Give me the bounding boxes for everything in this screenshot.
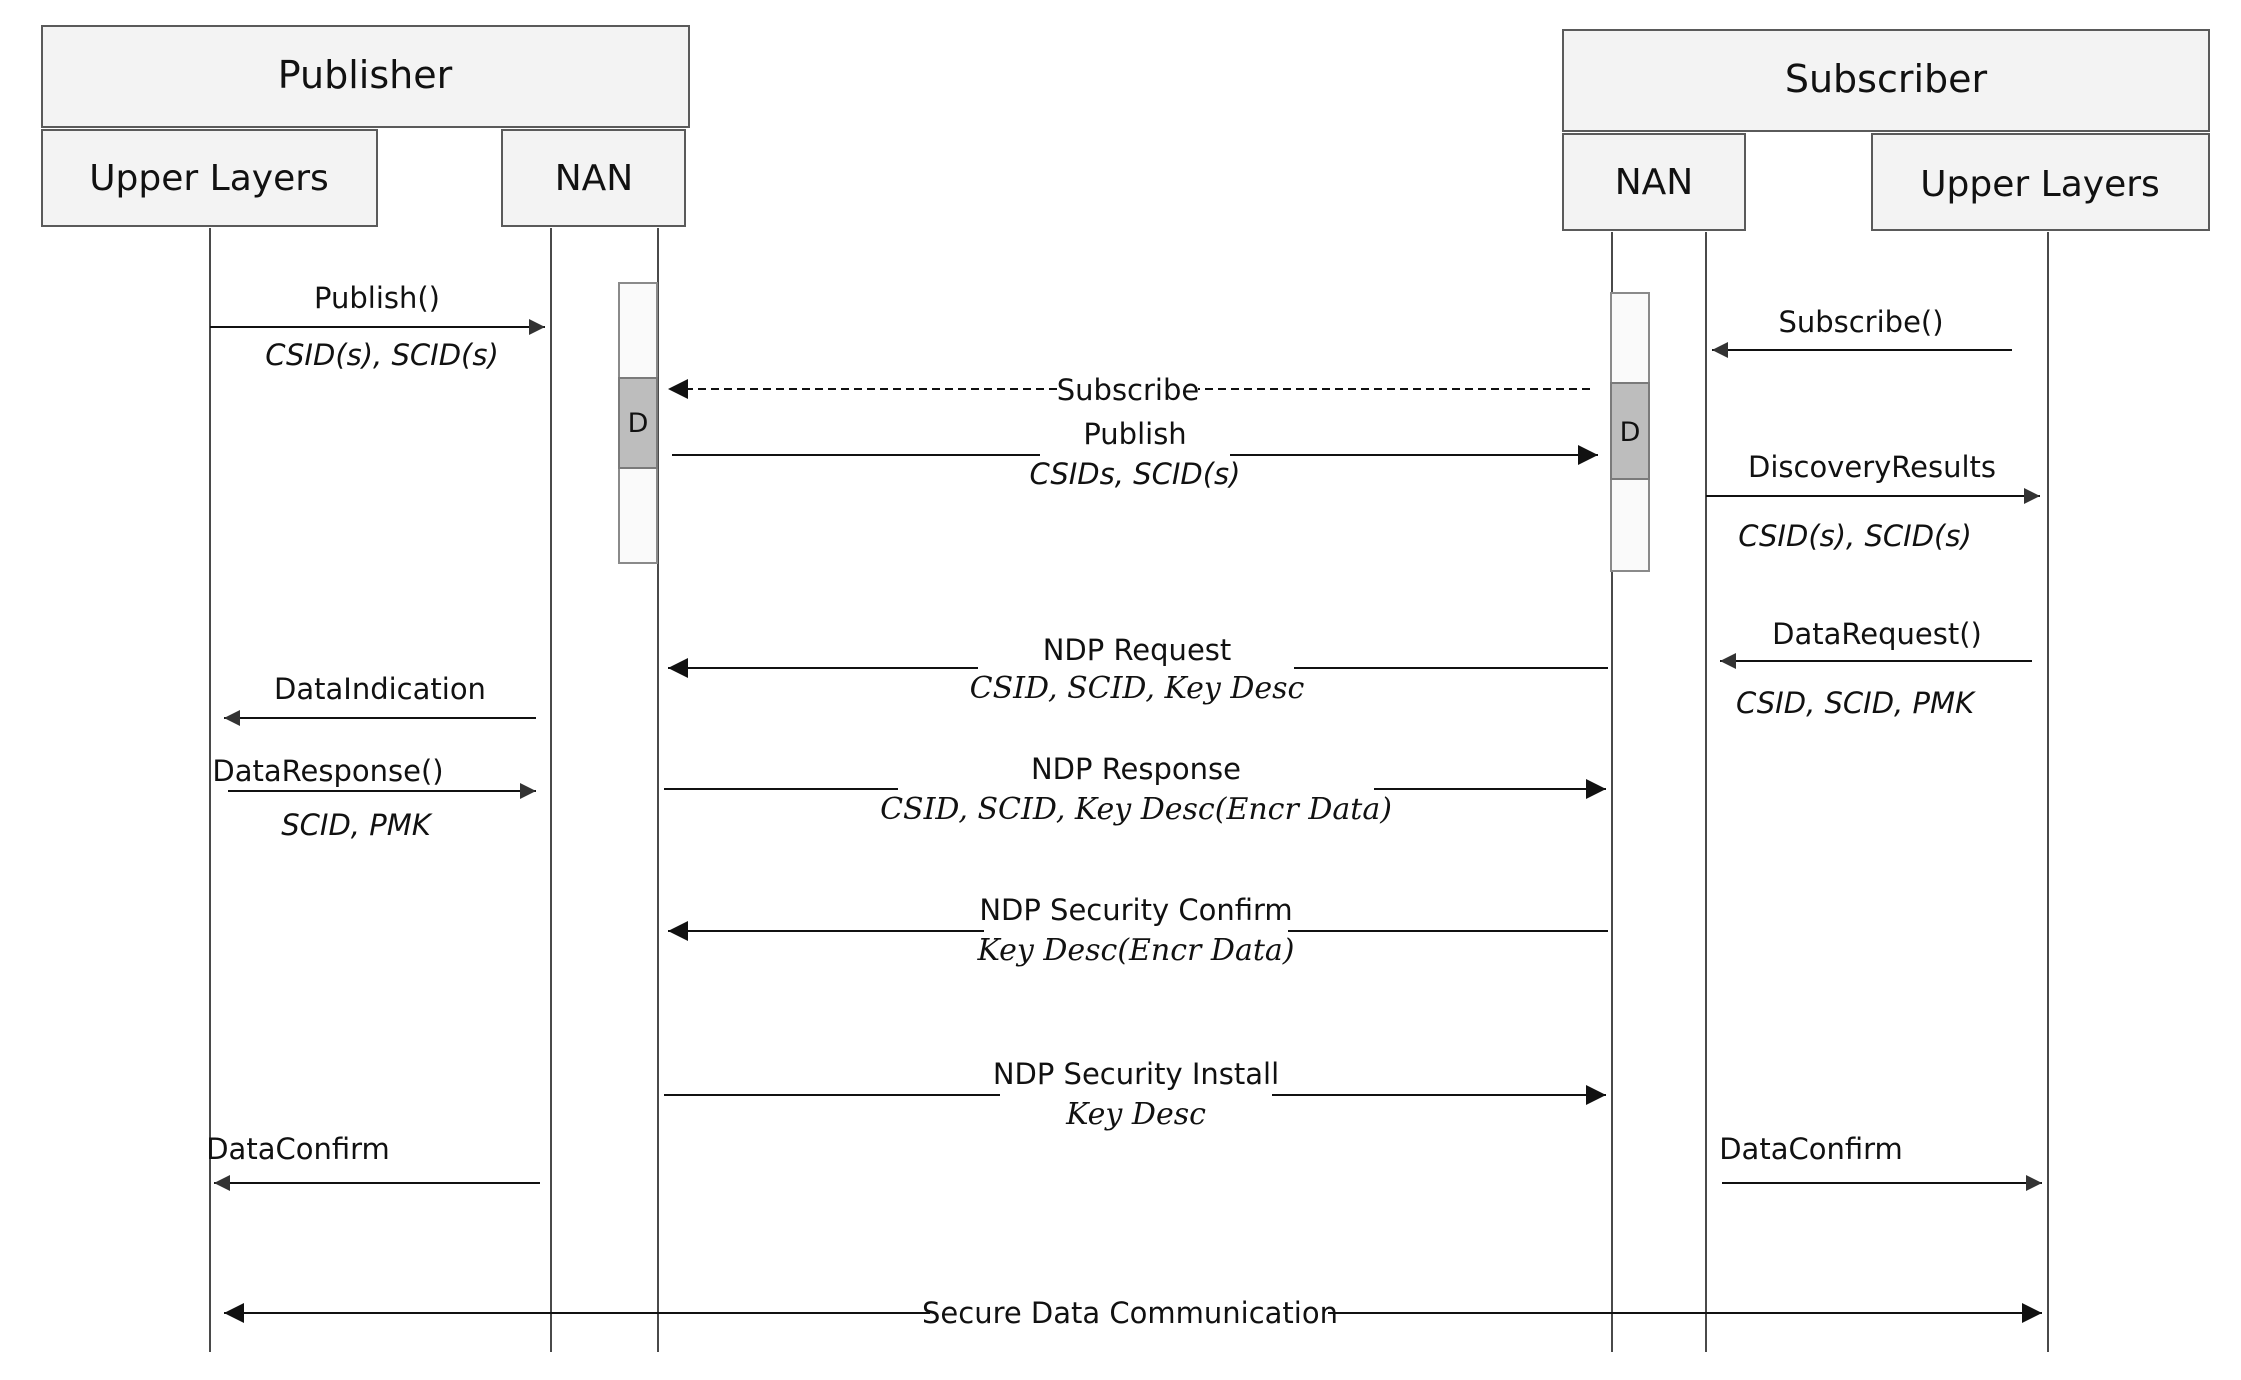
- message-ndp-security-confirm: NDP Security Confirm Key Desc(Encr Data): [668, 893, 1608, 969]
- publish-call-label: Publish(): [314, 281, 440, 315]
- message-data-response: DataResponse() SCID, PMK: [212, 754, 536, 842]
- data-request-params: CSID, SCID, PMK: [1736, 686, 1976, 720]
- subscriber-activation: D: [1610, 292, 1650, 572]
- subscribe-frame-label: Subscribe: [1057, 373, 1199, 407]
- message-secure-data-communication: Secure Data Communication: [224, 1294, 2042, 1332]
- subscriber-upper-layers-box: Upper Layers: [1871, 133, 2210, 231]
- message-subscribe-frame: Subscribe: [668, 371, 1590, 407]
- message-data-confirm-publisher: DataConfirm: [206, 1132, 540, 1191]
- ndp-security-confirm-params: Key Desc(Encr Data): [976, 933, 1294, 968]
- subscriber-title: Subscriber: [1785, 57, 1988, 101]
- subscriber-upper-layers-label: Upper Layers: [1920, 164, 2160, 205]
- subscribe-call-label: Subscribe(): [1778, 305, 1943, 339]
- discovery-results-params: CSID(s), SCID(s): [1738, 519, 1972, 553]
- message-data-request: DataRequest() CSID, SCID, PMK: [1720, 617, 2032, 720]
- ndp-response-label: NDP Response: [1031, 752, 1241, 786]
- subscriber-discovery-d: D: [1620, 417, 1641, 448]
- publish-call-params: CSID(s), SCID(s): [265, 338, 499, 372]
- message-ndp-response: NDP Response CSID, SCID, Key Desc(Encr D…: [664, 752, 1606, 828]
- publisher-nan-box: NAN: [501, 129, 686, 227]
- publisher-title: Publisher: [278, 53, 453, 97]
- publisher-activation: D: [618, 282, 658, 564]
- ndp-security-confirm-label: NDP Security Confirm: [979, 893, 1292, 927]
- discovery-results-label: DiscoveryResults: [1748, 450, 1996, 484]
- publisher-discovery-d: D: [628, 408, 649, 439]
- ndp-security-install-label: NDP Security Install: [993, 1057, 1279, 1091]
- ndp-request-params: CSID, SCID, Key Desc: [970, 671, 1305, 706]
- publisher-upper-layers-label: Upper Layers: [89, 158, 329, 199]
- data-confirm-subscriber-label: DataConfirm: [1719, 1132, 1903, 1166]
- ndp-security-install-params: Key Desc: [1065, 1097, 1206, 1132]
- data-request-label: DataRequest(): [1772, 617, 1982, 651]
- publisher-upper-layers-box: Upper Layers: [41, 129, 378, 227]
- publisher-header: Publisher: [41, 25, 690, 128]
- message-data-confirm-subscriber: DataConfirm: [1719, 1132, 2042, 1191]
- message-ndp-security-install: NDP Security Install Key Desc: [664, 1057, 1606, 1132]
- message-subscribe-call: Subscribe(): [1712, 305, 2012, 358]
- data-indication-label: DataIndication: [274, 672, 486, 706]
- subscriber-nan-label: NAN: [1615, 162, 1694, 203]
- publish-frame-label: Publish: [1083, 417, 1186, 451]
- message-publish-frame: Publish CSIDs, SCID(s): [672, 417, 1598, 492]
- publish-frame-params: CSIDs, SCID(s): [1030, 457, 1241, 491]
- ndp-request-label: NDP Request: [1043, 633, 1232, 667]
- data-response-params: SCID, PMK: [281, 808, 432, 842]
- data-confirm-publisher-label: DataConfirm: [206, 1132, 390, 1166]
- data-response-label: DataResponse(): [212, 754, 443, 788]
- subscriber-header: Subscriber: [1562, 29, 2210, 132]
- ndp-response-params: CSID, SCID, Key Desc(Encr Data): [880, 792, 1392, 827]
- subscriber-nan-box: NAN: [1562, 133, 1746, 231]
- message-data-indication: DataIndication: [224, 672, 536, 726]
- message-publish-call: Publish() CSID(s), SCID(s): [210, 281, 545, 372]
- publisher-nan-label: NAN: [555, 158, 634, 199]
- secure-data-communication-label: Secure Data Communication: [922, 1296, 1338, 1330]
- message-ndp-request: NDP Request CSID, SCID, Key Desc: [668, 632, 1608, 706]
- message-discovery-results: DiscoveryResults CSID(s), SCID(s): [1706, 450, 2040, 553]
